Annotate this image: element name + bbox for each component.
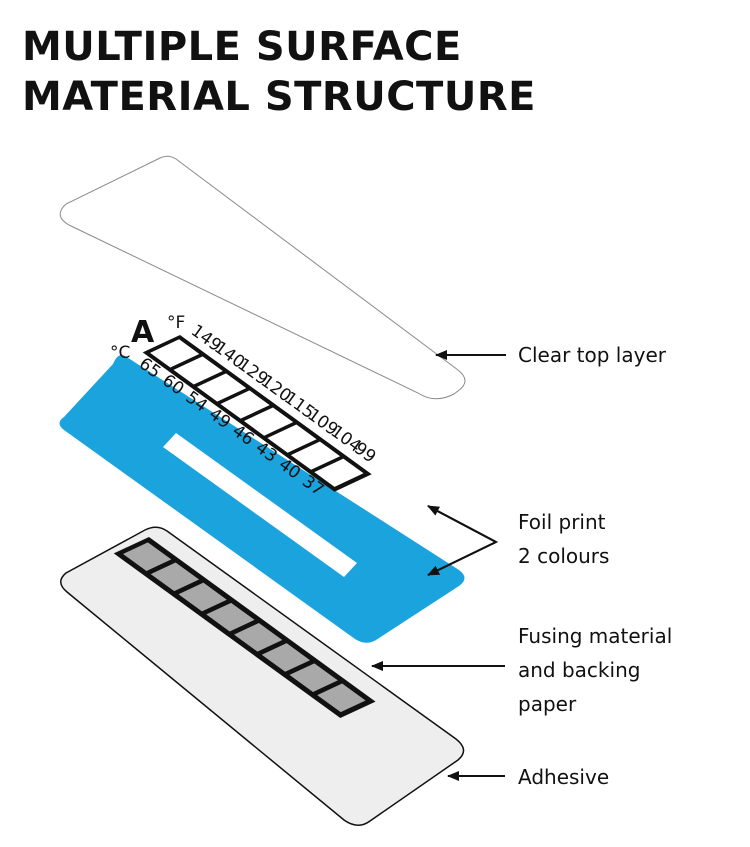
label-fusing-line-1: Fusing material — [518, 624, 673, 648]
label-foil-line-2: 2 colours — [518, 544, 610, 568]
indicator-letter: A — [131, 315, 155, 350]
fusing-cell — [122, 542, 172, 571]
indicator-cell — [150, 339, 200, 368]
label-fusing-line-3: paper — [518, 692, 577, 716]
foil-window — [163, 433, 357, 577]
diagram-title: MULTIPLE SURFACE MATERIAL STRUCTURE — [22, 22, 536, 122]
label-fusing-material: Fusing material and backing paper — [518, 619, 672, 721]
label-clear-top-layer: Clear top layer — [518, 343, 666, 367]
arrow-foil-down — [427, 541, 497, 576]
indicator-cell — [267, 424, 317, 453]
fusing-cell — [233, 622, 283, 652]
indicator-cell — [243, 407, 294, 436]
label-adhesive: Adhesive — [518, 765, 610, 789]
fusing-cell — [206, 602, 255, 632]
indicator-strip — [142, 335, 372, 492]
fusing-cell — [178, 582, 227, 612]
arrow-foil-up — [427, 505, 497, 543]
clear-top-layer — [59, 155, 466, 400]
label-foil-line-1: Foil print — [518, 510, 606, 534]
indicator-cell — [173, 356, 223, 385]
title-line-1: MULTIPLE SURFACE — [22, 24, 462, 70]
fusing-cell — [289, 663, 338, 692]
fusing-strip — [113, 537, 376, 719]
fusing-cell — [150, 562, 200, 592]
fahrenheit-unit: °F — [167, 313, 185, 333]
indicator-cell — [196, 373, 247, 402]
label-fusing-line-2: and backing — [518, 658, 641, 682]
label-foil-print: Foil print 2 colours — [518, 505, 609, 573]
indicator-cell — [290, 441, 341, 470]
celsius-unit: °C — [110, 343, 130, 363]
indicator-cell — [314, 458, 364, 487]
title-line-2: MATERIAL STRUCTURE — [22, 74, 536, 120]
fusing-cell — [317, 683, 366, 713]
fusing-cell — [261, 643, 311, 672]
indicator-cell — [220, 390, 270, 419]
backing-paper-layer — [60, 526, 465, 826]
